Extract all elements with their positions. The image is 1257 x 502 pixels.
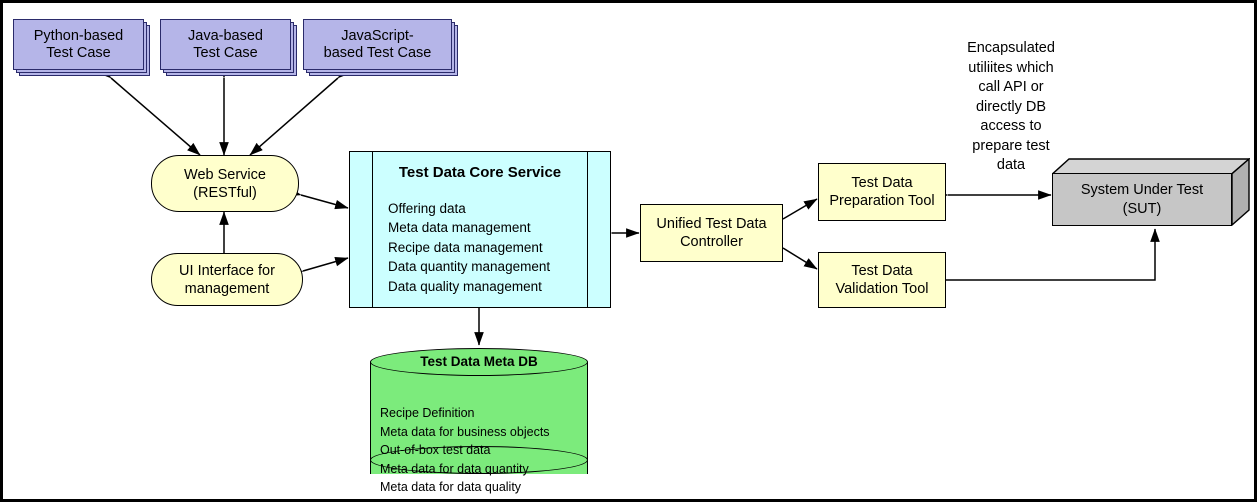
connector-ui-core [289,256,349,280]
web-service-node[interactable]: Web Service (RESTful) [151,155,299,212]
component-divider-left [372,152,373,307]
stack-sheet-front [303,19,452,70]
test-case-python[interactable]: Python-based Test Case [13,19,150,76]
test-case-java[interactable]: Java-based Test Case [160,19,297,76]
test-data-validation-tool[interactable]: Test Data Validation Tool [818,252,946,308]
test-case-java-label: Java-based Test Case [188,27,263,61]
database-title: Test Data Meta DB [420,354,538,369]
ui-interface-node[interactable]: UI Interface for management [151,253,303,306]
cylinder-top [370,348,588,376]
database-item: Out-of-box test data [380,443,491,457]
stack-sheet-front [160,19,291,70]
test-data-meta-db[interactable]: Test Data Meta DB Recipe Definition Meta… [370,348,588,494]
controller-label: Unified Test Data Controller [656,216,767,250]
validation-tool-label: Test Data Validation Tool [835,263,929,297]
connector-validation-sut [946,228,1160,281]
ui-interface-label: UI Interface for management [179,262,275,297]
connector-controller-preparation [769,198,818,230]
system-under-test[interactable]: System Under Test (SUT) [1052,158,1250,226]
unified-test-data-controller[interactable]: Unified Test Data Controller [640,204,783,262]
connector-python-webservice [98,65,201,156]
web-service-label: Web Service (RESTful) [184,166,266,201]
database-item: Meta data for data quantity [380,461,529,476]
database-item: Meta data for data quality [380,480,522,494]
database-item-list: Recipe Definition Meta data for business… [380,404,550,497]
encapsulated-utilities-annotation: Encapsulated utiliites which call API or… [967,40,1055,173]
test-data-preparation-tool[interactable]: Test Data Preparation Tool [818,163,946,221]
core-service-feature-list: Offering data Meta data management Recip… [388,199,550,296]
sut-front-face: System Under Test (SUT) [1052,173,1232,226]
connector-controller-validation [769,237,818,270]
cylinder-bottom [370,446,588,474]
preparation-tool-label: Test Data Preparation Tool [829,175,935,209]
core-service-title: Test Data Core Service [398,164,562,181]
test-case-javascript-label: JavaScript- based Test Case [323,27,432,61]
connector-webservice-core [287,186,349,210]
test-case-python-label: Python-based Test Case [33,27,124,61]
core-service-item: Offering data [388,201,466,216]
core-service-item: Data quality management [388,278,542,294]
test-case-javascript[interactable]: JavaScript- based Test Case [303,19,458,76]
database-item: Recipe Definition [380,406,475,420]
core-service-item: Recipe data management [388,239,543,255]
component-divider-right [587,152,588,307]
database-item: Meta data for business objects [380,424,550,439]
test-data-core-service[interactable]: Test Data Core Service Offering data Met… [349,151,611,308]
sut-label: System Under Test (SUT) [1080,181,1204,217]
sut-3d-faces [1052,158,1250,226]
core-service-item: Data quantity management [388,259,551,275]
core-service-item: Meta data management [388,220,531,236]
connector-javascript-webservice [249,65,351,156]
stack-sheet-front [13,19,144,70]
